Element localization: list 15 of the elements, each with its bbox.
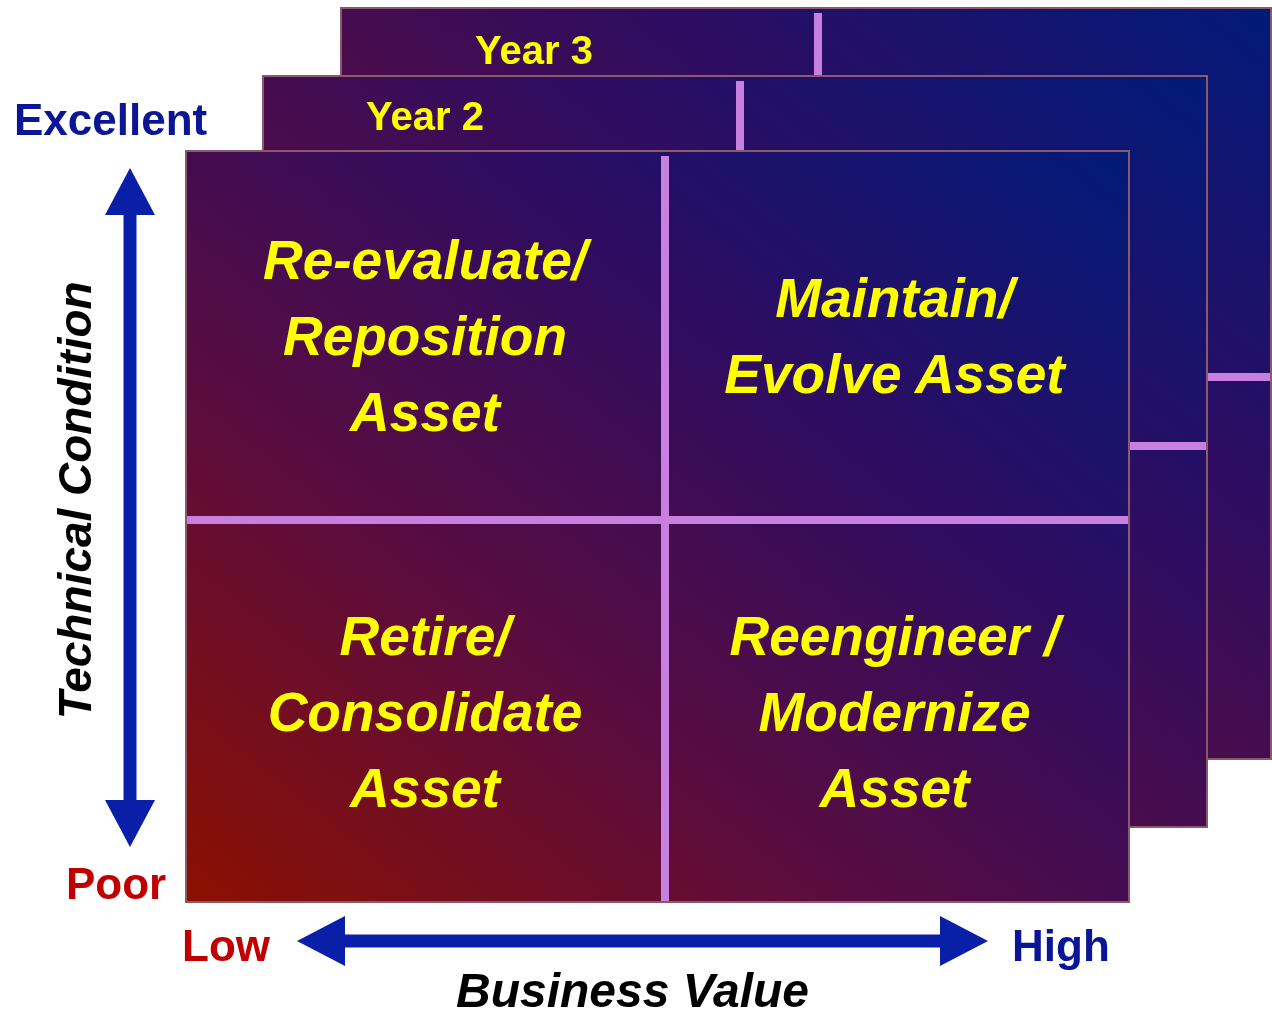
axis-label: Excellent — [14, 96, 208, 145]
year-label: Year 2 — [366, 93, 484, 139]
axis-title: Technical Condition — [49, 280, 101, 719]
axis-label: High — [1012, 922, 1110, 971]
quadrant-label: Reengineer / Modernize Asset — [692, 597, 1097, 826]
quadrant-label: Maintain/ Evolve Asset — [723, 266, 1068, 407]
axis-label: Poor — [66, 860, 167, 909]
axis-title: Business Value — [456, 965, 810, 1018]
matrix-panel — [340, 7, 1272, 75]
year-label: Year 3 — [475, 27, 593, 73]
matrix-panel — [262, 75, 1208, 150]
axis-label: Low — [182, 922, 270, 971]
quadrant-label: Retire/ Consolidate Asset — [266, 603, 584, 821]
quadrant-label: Re-evaluate/ Reposition Asset — [225, 222, 625, 450]
matrix-panel — [185, 150, 1130, 903]
